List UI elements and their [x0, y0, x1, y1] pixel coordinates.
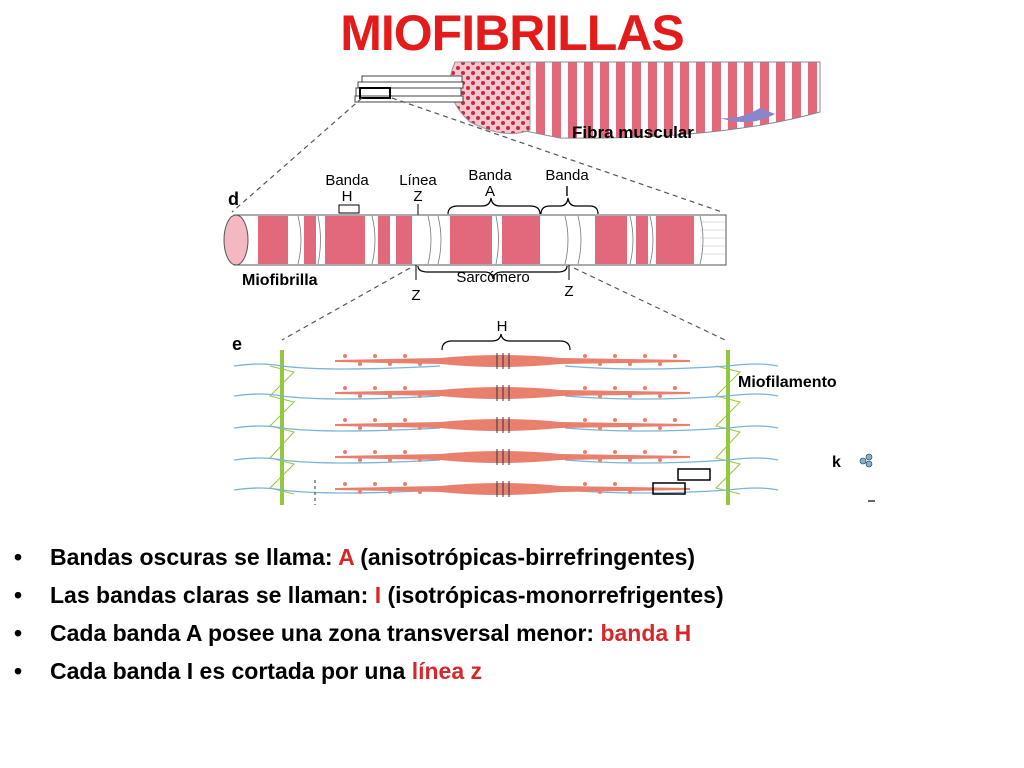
miofilamento-label: Miofilamento [738, 374, 837, 391]
k-letter: k [832, 454, 841, 471]
bullet-dot: • [14, 582, 23, 608]
myosin-filaments [335, 355, 690, 495]
linea-z-label-1: Línea [399, 172, 437, 189]
i-band-brace [540, 197, 599, 215]
myosin-heads [343, 354, 677, 494]
z-right-label: Z [564, 283, 573, 300]
bullet-highlight: banda H [600, 620, 692, 646]
bullet-list: • Bandas oscuras se llama: A (anisotrópi… [14, 540, 724, 692]
banda-a-label-1: Banda [468, 167, 512, 184]
h-zone-brace [441, 333, 571, 351]
sarcomere-brace [417, 265, 568, 280]
banda-a-label-2: A [485, 183, 495, 200]
banda-i-label-1: Banda [545, 167, 589, 184]
h-band-marker [338, 204, 360, 214]
h-top-label: H [497, 318, 508, 335]
bullet-highlight: I [374, 582, 382, 608]
molecule-icon [859, 453, 873, 468]
banda-h-label-2: H [342, 188, 353, 205]
zoom-lines-bottom [281, 267, 726, 341]
bullet-highlight: A [338, 544, 354, 570]
a-band-brace [447, 197, 541, 215]
sarcomero-label: Sarcómero [456, 269, 529, 286]
bullet-dot: • [14, 658, 23, 684]
panel-e-letter: e [232, 334, 242, 354]
bullet-text: Las bandas claras se llaman: [50, 582, 375, 608]
bullet-item: • Cada banda A posee una zona transversa… [14, 616, 724, 654]
bullet-text: Cada banda A posee una zona transversal … [50, 620, 601, 646]
bullet-item: • Cada banda I es cortada por una línea … [14, 654, 724, 692]
bullet-dot: • [14, 544, 23, 570]
filament-zoom-box-2 [652, 482, 686, 495]
bullet-text: Bandas oscuras se llama: [50, 544, 339, 570]
bullet-text: Cada banda I es cortada por una [50, 658, 412, 684]
top-band-labels: Banda H Línea Z Banda A Banda I [325, 167, 589, 205]
myofibril-diagram: Fibra muscular d Banda H Línea Z Banda A… [223, 61, 875, 505]
slide-title: MIOFIBRILLAS [340, 5, 685, 61]
fiber-myofibril-strands [354, 75, 464, 103]
zoom-lines-top [231, 97, 723, 213]
panel-d-letter: d [228, 189, 239, 209]
muscle-fiber [449, 61, 821, 139]
banda-i-label-2: I [565, 183, 569, 200]
bullet-rest: (isotrópicas-monorrefrigentes) [381, 582, 724, 608]
bullet-item: • Las bandas claras se llaman: I (isotró… [14, 578, 724, 616]
bullet-item: • Bandas oscuras se llama: A (anisotrópi… [14, 540, 724, 578]
fibra-muscular-label: Fibra muscular [572, 123, 694, 142]
bullet-rest: (anisotrópicas-birrefringentes) [353, 544, 696, 570]
z-left-label: Z [411, 287, 420, 304]
myofibril-cylinder [223, 214, 727, 266]
miofibrilla-label: Miofibrilla [242, 272, 318, 289]
z-disc-zigzag [269, 365, 741, 495]
bullet-highlight: línea z [411, 658, 483, 684]
m-line-marks [496, 353, 510, 497]
linea-z-label-2: Z [413, 188, 422, 205]
filament-zoom-box-1 [677, 468, 711, 481]
bullet-dot: • [14, 620, 23, 646]
banda-h-label-1: Banda [325, 172, 369, 189]
